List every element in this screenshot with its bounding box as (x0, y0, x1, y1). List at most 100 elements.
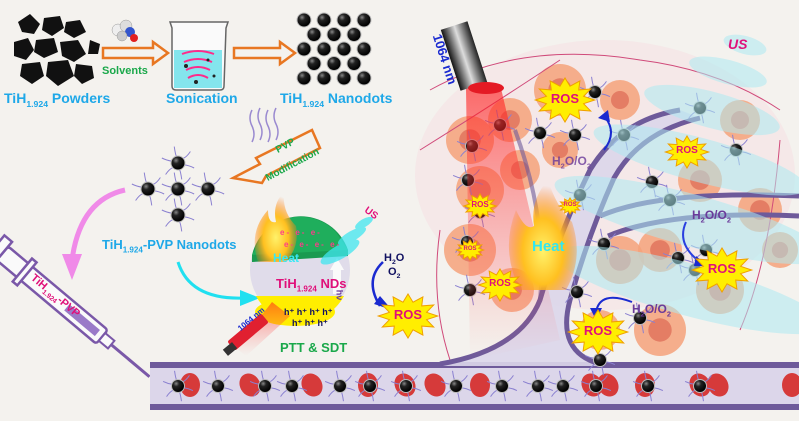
nanodot (161, 198, 195, 232)
ros-label: ROS (676, 145, 698, 156)
tissue-fiber (436, 229, 451, 361)
tumor-cell (542, 132, 578, 168)
h2o-label: H2O (384, 252, 405, 267)
ros-burst-icon (690, 247, 754, 293)
pvp-nanodots-label: TiH1.924-PVP Nanodots (102, 237, 237, 255)
h2o-o2-label-3: H2O/O2 (632, 302, 671, 319)
nanodot (306, 56, 322, 71)
nanodot (326, 56, 342, 71)
nanodot (162, 370, 194, 402)
h2o-o2-label-2: H2O/O2 (692, 208, 731, 225)
nanodot (356, 12, 372, 28)
arrow-to-sonication (101, 39, 171, 67)
nanodot (324, 370, 356, 402)
nanodot (390, 370, 422, 402)
ros-label: ROS (550, 91, 580, 107)
nanodot (486, 370, 518, 402)
nanodot (336, 12, 352, 28)
nanodot (356, 41, 372, 57)
nanodot (346, 56, 362, 71)
therapy-label: PTT & SDT (280, 340, 348, 355)
solvent-molecule-icon (111, 19, 138, 42)
nanodot (579, 76, 611, 108)
nanodot (632, 370, 664, 402)
red-blood-cell (239, 373, 261, 397)
arrow-h2o-ros-top (598, 110, 612, 151)
beaker-icon (168, 21, 230, 91)
arrow-to-mechanism (176, 261, 260, 306)
nanodot (161, 146, 195, 180)
nanodot (276, 370, 308, 402)
ros-label: ROS (489, 278, 511, 289)
ros-burst-icon (454, 239, 486, 261)
ros-bursts (376, 77, 754, 355)
laser-1064-small-icon (222, 302, 290, 356)
nanodot (131, 172, 165, 206)
nanodot (561, 276, 593, 308)
nanodot (684, 370, 716, 402)
ros-burst-icon (663, 135, 711, 169)
ros-label: ROS (393, 307, 423, 323)
ros-burst-icon (476, 268, 524, 302)
ros-burst-icon (557, 197, 583, 215)
nanodot (306, 27, 322, 42)
nanodot (316, 70, 332, 86)
nanodot (559, 119, 591, 151)
tumor-cell (600, 80, 640, 120)
ros-label: ROS (707, 261, 737, 277)
nanodot (249, 370, 281, 402)
sonication-label: Sonication (166, 90, 238, 106)
nanodot (354, 370, 386, 402)
nanodot (316, 12, 332, 28)
nanodot (296, 41, 312, 57)
nanodot (326, 27, 342, 42)
syringe-icon (0, 233, 151, 378)
red-blood-cell (597, 373, 619, 397)
solvents-label: Solvents (102, 65, 148, 77)
nanodot (296, 70, 312, 86)
red-blood-cell (782, 373, 799, 397)
nanodot (346, 27, 362, 42)
nanodot (440, 370, 472, 402)
red-blood-cell (470, 373, 490, 397)
ros-label: ROS (563, 202, 577, 209)
pvp-strands-icon (249, 107, 279, 143)
red-blood-cell (180, 373, 200, 397)
nanodot (522, 370, 554, 402)
hv-label: hν (334, 289, 345, 301)
tissue-fiber (429, 53, 781, 111)
nanodots-label: TiH1.924 Nanodots (280, 90, 393, 109)
ros-label: ROS (471, 200, 489, 210)
vessel-cells (162, 370, 799, 402)
flame-icon (254, 192, 297, 262)
us-waves-tumor (554, 34, 799, 335)
pvp-nanodots-cluster (131, 146, 225, 232)
nanodot (336, 41, 352, 57)
powders-label: TiH1.924 Powders (4, 90, 111, 109)
electrons-row: e- e- e- (280, 228, 322, 237)
nanodot (624, 302, 656, 334)
tumor-heat-label: Heat (532, 238, 565, 255)
nanodot (580, 370, 612, 402)
ros-label: ROS (463, 246, 477, 253)
heat-label: Heat (273, 251, 300, 265)
nanodot (336, 70, 352, 86)
o2-label: O2 (388, 266, 401, 281)
red-blood-cell (707, 373, 729, 397)
h2o-o2-label-1: H2O/O2 (552, 154, 591, 171)
nanodots-grid-image (296, 12, 372, 86)
nanodot (296, 12, 312, 28)
tumor-us-label: US (728, 36, 748, 52)
ros-burst-icon (376, 293, 440, 339)
red-blood-cell (424, 373, 446, 397)
nanodot (191, 172, 225, 206)
ros-burst-icon (462, 193, 498, 219)
tih-powders-image (14, 14, 100, 86)
ros-burst-icon (566, 309, 630, 355)
nanodot (316, 41, 332, 57)
holes-row-1: h⁺ h⁺ h⁺ h⁺ (284, 307, 333, 317)
us-waves-icon (320, 216, 373, 265)
tumor-cell (634, 304, 686, 356)
